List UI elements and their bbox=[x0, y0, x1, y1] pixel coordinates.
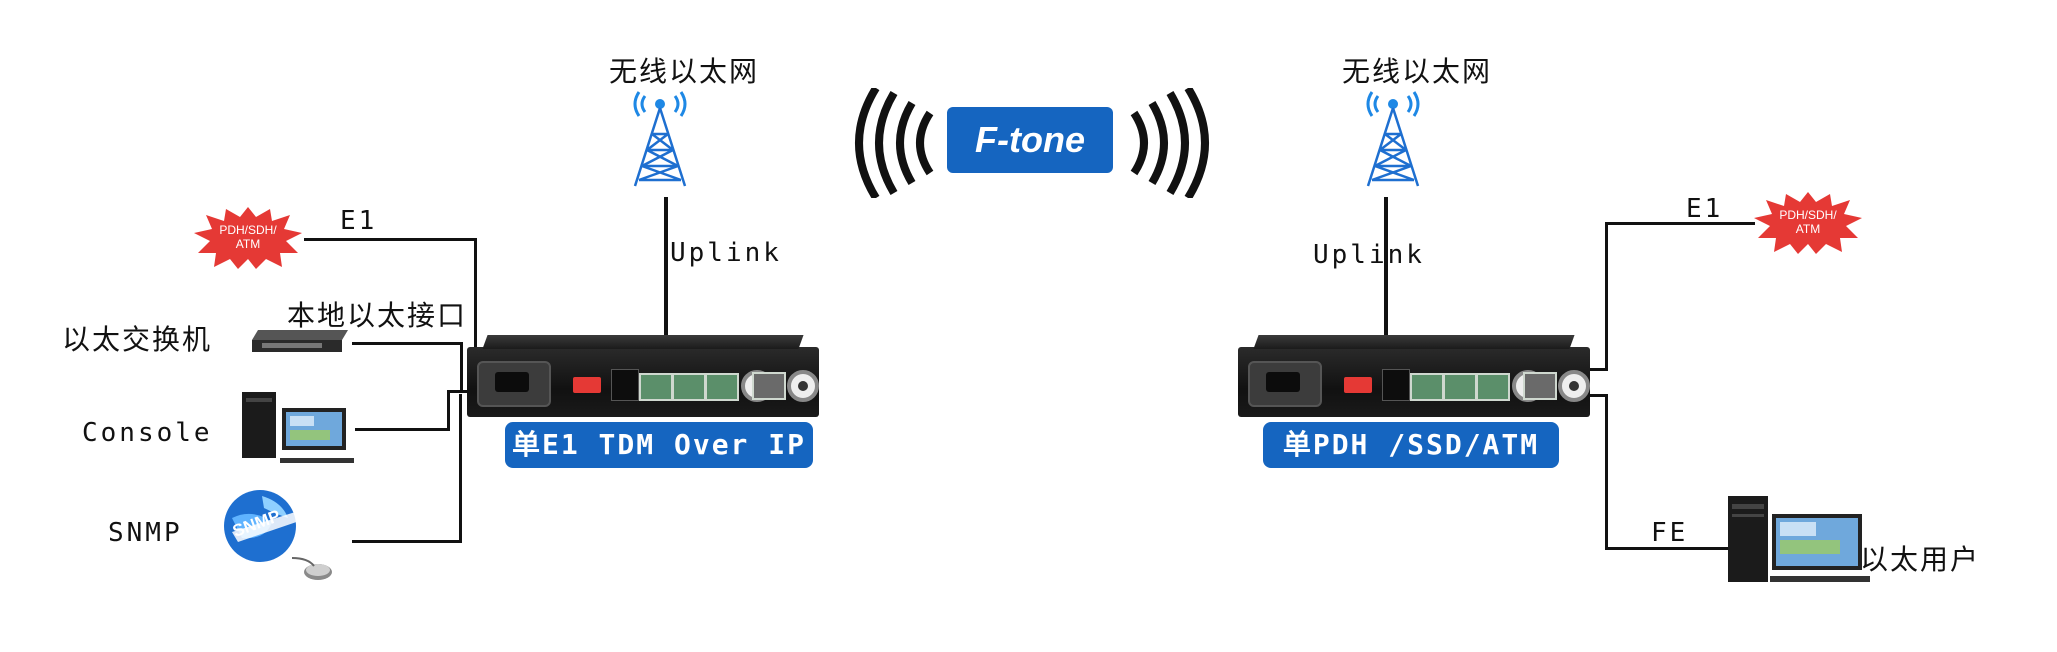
snmp-globe-icon bbox=[224, 490, 332, 580]
left-rj45-extra bbox=[752, 372, 786, 400]
right-uplink-label: Uplink bbox=[1313, 240, 1425, 270]
bnc-connector bbox=[1558, 370, 1590, 402]
wireless-waves-left-icon bbox=[855, 88, 934, 198]
user-computer-icon bbox=[1728, 496, 1870, 582]
left-local-eth-label: 本地以太接口 bbox=[287, 299, 468, 332]
right-device-label: 单PDH /SSD/ATM bbox=[1263, 422, 1559, 468]
right-antenna-tower-icon bbox=[1366, 91, 1420, 187]
left-e1-label: E1 bbox=[340, 206, 378, 236]
right-burst-text: PDH/SDH/ATM bbox=[1779, 208, 1837, 236]
left-device-label: 单E1 TDM Over IP bbox=[505, 422, 813, 468]
left-snmp-label: SNMP bbox=[108, 518, 183, 548]
rj45-port bbox=[1476, 373, 1510, 401]
console-computer-icon bbox=[242, 392, 354, 463]
right-e1-label: E1 bbox=[1686, 194, 1724, 224]
right-pdh-burst-icon bbox=[1754, 192, 1862, 254]
dip-switch bbox=[573, 377, 601, 393]
left-switch-label: 以太交换机 bbox=[62, 323, 213, 356]
bnc-connector bbox=[787, 370, 819, 402]
fiber-port bbox=[611, 369, 639, 401]
rj45-port bbox=[705, 373, 739, 401]
left-uplink-label: Uplink bbox=[670, 238, 782, 268]
rj45-port bbox=[1443, 373, 1477, 401]
brand-logo-text: F-tone bbox=[975, 119, 1085, 160]
ethernet-switch-icon bbox=[252, 330, 348, 352]
left-burst-text: PDH/SDH/ATM bbox=[219, 223, 277, 251]
fiber-port bbox=[1382, 369, 1410, 401]
brand-logo: F-tone bbox=[947, 107, 1113, 173]
dip-switch bbox=[1344, 377, 1372, 393]
rj45-port bbox=[1410, 373, 1444, 401]
left-tower-label: 无线以太网 bbox=[609, 55, 760, 88]
power-socket-icon bbox=[477, 361, 551, 407]
rj45-port bbox=[672, 373, 706, 401]
power-socket-icon bbox=[1248, 361, 1322, 407]
rj45-port bbox=[639, 373, 673, 401]
left-console-label: Console bbox=[82, 418, 213, 448]
right-pdh-device bbox=[1238, 335, 1590, 417]
left-antenna-tower-icon bbox=[633, 91, 687, 187]
right-tower-label: 无线以太网 bbox=[1342, 55, 1493, 88]
left-pdh-burst-icon bbox=[194, 207, 302, 269]
right-user-label: 以太用户 bbox=[1860, 543, 1981, 576]
right-rj45-extra bbox=[1523, 372, 1557, 400]
wireless-waves-right-icon bbox=[1130, 88, 1209, 198]
right-fe-label: FE bbox=[1651, 518, 1689, 548]
